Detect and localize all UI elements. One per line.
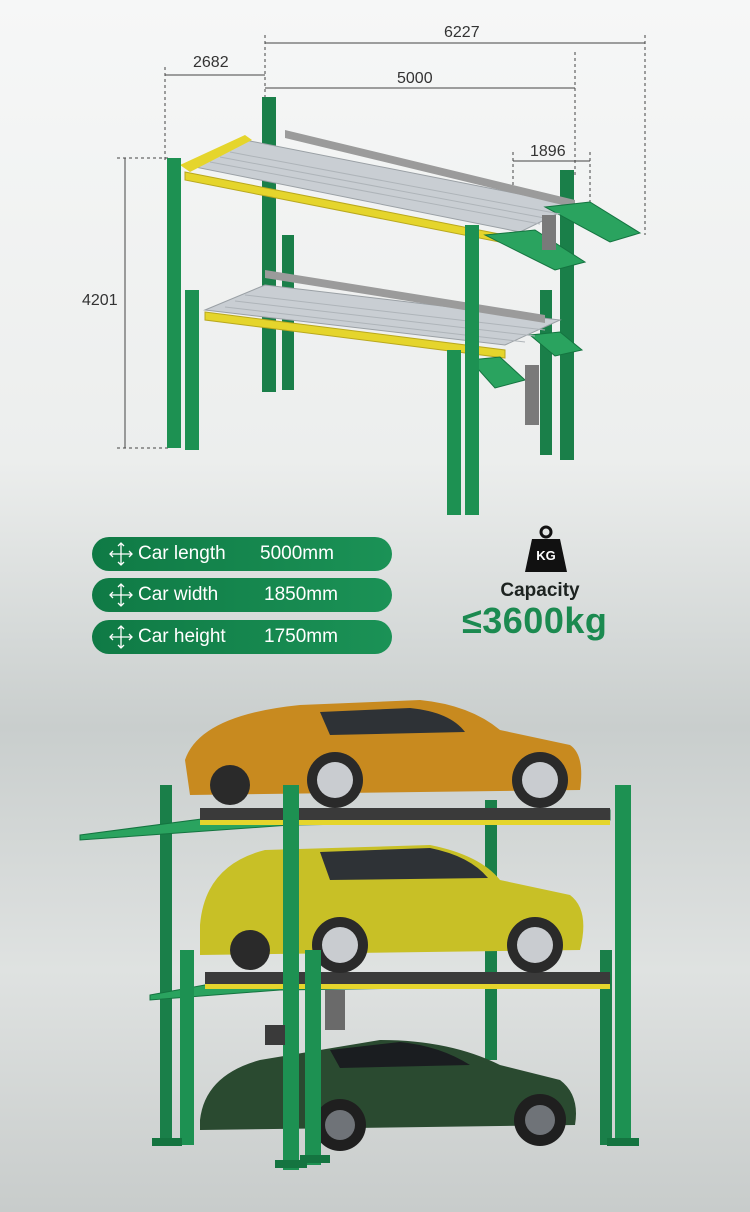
spec-car-height: Car height 1750mm bbox=[92, 620, 392, 654]
arrows-cross-icon bbox=[109, 583, 133, 607]
dim-height: 4201 bbox=[82, 292, 118, 309]
capacity-value: ≤3600kg bbox=[462, 600, 608, 641]
spec-label: Car height bbox=[138, 626, 226, 647]
dim-overall-length: 6227 bbox=[444, 24, 480, 41]
dim-ramp-width: 1896 bbox=[530, 143, 566, 160]
car-bottom bbox=[200, 1040, 576, 1151]
spec-value: 1750mm bbox=[264, 626, 338, 647]
spec-car-length: Car length 5000mm bbox=[92, 537, 392, 571]
dim-front-extension: 2682 bbox=[193, 54, 229, 71]
spec-label: Car width bbox=[138, 584, 219, 605]
arrows-cross-icon bbox=[109, 542, 133, 566]
spec-value: 5000mm bbox=[260, 543, 334, 564]
weight-text: KG bbox=[536, 548, 556, 563]
dim-platform-length: 5000 bbox=[397, 70, 433, 87]
spec-value: 1850mm bbox=[264, 584, 338, 605]
capacity-title: Capacity bbox=[500, 580, 580, 601]
arrows-cross-icon bbox=[109, 625, 133, 649]
lift-diagram bbox=[117, 35, 646, 515]
spec-car-width: Car width 1850mm bbox=[92, 578, 392, 612]
weight-kg-icon: KG bbox=[524, 524, 568, 574]
car-middle bbox=[200, 845, 584, 973]
car-top bbox=[185, 700, 582, 808]
lift-with-cars-illustration bbox=[79, 700, 639, 1170]
spec-label: Car length bbox=[138, 543, 226, 564]
